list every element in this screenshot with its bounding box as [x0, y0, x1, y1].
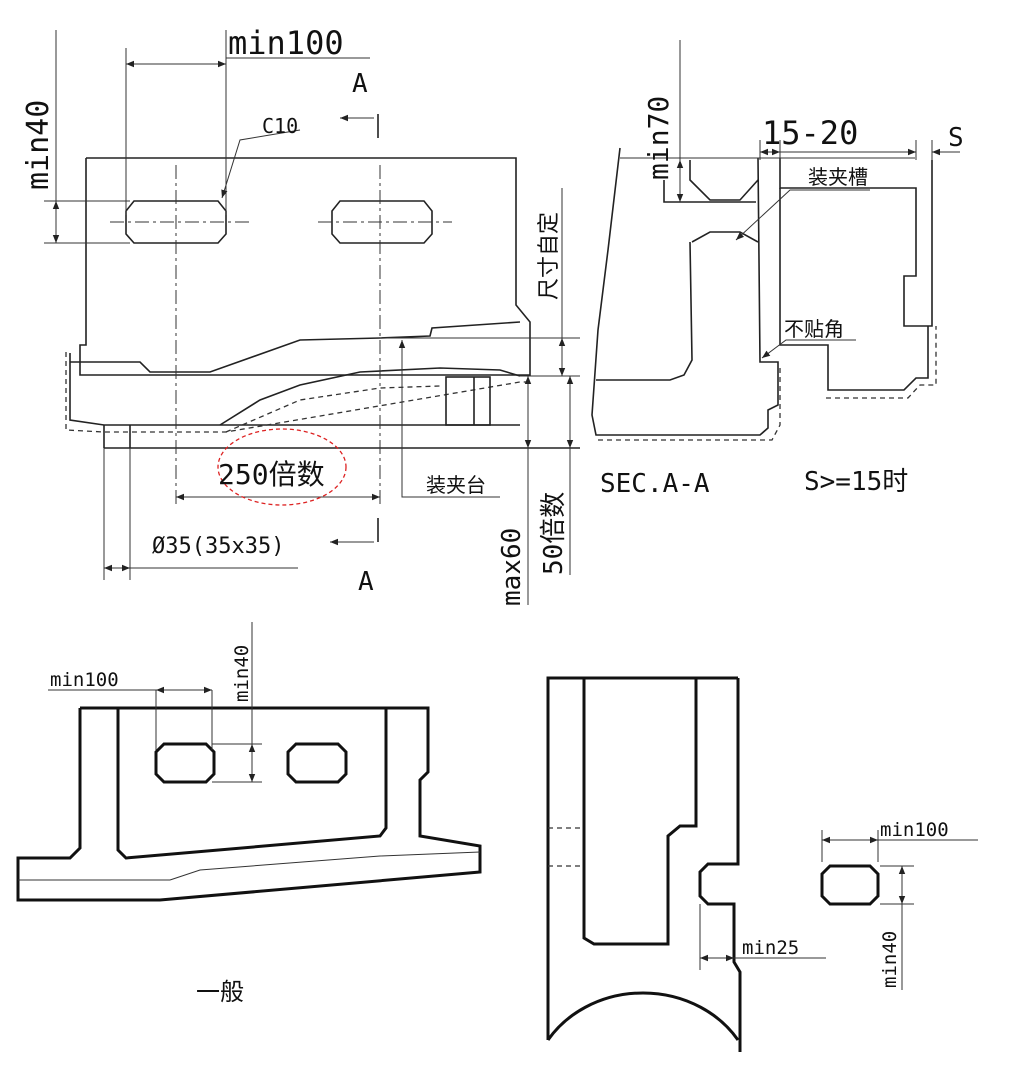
side-dimensions	[699, 904, 826, 970]
stock-profile	[225, 385, 441, 433]
label-section-a-top: A	[352, 69, 368, 99]
highlight-ellipse	[217, 428, 347, 506]
label-top-min100: min100	[228, 24, 344, 62]
section-view	[591, 147, 937, 441]
main-dimensions	[44, 30, 580, 605]
label-dia35: Ø35(35x35)	[152, 534, 284, 559]
detail-slot	[820, 864, 880, 906]
annotations: min100 min40 A A C10 min70 15-20 S 装夹槽 不…	[21, 24, 964, 1006]
label-bl-min100: min100	[50, 669, 119, 691]
main-view	[65, 157, 580, 505]
general-slot-right	[286, 742, 348, 784]
label-s: S	[948, 123, 964, 153]
general-body-outline	[16, 706, 482, 902]
section-left-outline	[591, 147, 779, 436]
section-inner-outline	[596, 241, 693, 381]
general-dimensions	[48, 622, 262, 783]
label-pitch-250: 250倍数	[218, 458, 325, 491]
side-right-outline	[698, 678, 742, 1052]
label-clamp-table: 装夹台	[426, 473, 486, 497]
side-view	[546, 676, 742, 1052]
base-top-profile	[219, 367, 521, 426]
label-clamp-groove: 装夹槽	[808, 165, 868, 189]
step-profile	[70, 321, 521, 373]
base-outline	[69, 353, 520, 426]
label-size-fixed: 尺寸自定	[537, 212, 562, 300]
general-view	[16, 706, 482, 902]
label-max60: max60	[497, 528, 527, 606]
label-15-20: 15-20	[762, 114, 858, 152]
slot-right	[331, 200, 433, 244]
label-br-min40: min40	[879, 931, 901, 988]
slot-left	[125, 200, 227, 244]
label-min70: min70	[642, 96, 675, 180]
label-section-a-bottom: A	[358, 567, 374, 597]
main-body-outline	[79, 157, 531, 376]
label-s-rule: S>=15时	[804, 467, 908, 497]
label-no-corner: 不贴角	[784, 317, 844, 341]
label-bl-min40: min40	[231, 645, 253, 702]
stock-outline	[65, 352, 528, 433]
label-c10: C10	[262, 114, 298, 138]
label-sec-title: SEC.A-A	[600, 469, 710, 499]
label-top-min40: min40	[21, 100, 56, 190]
label-general: 一般	[196, 978, 244, 1006]
section-dimensions	[676, 40, 960, 359]
label-br-min100: min100	[880, 819, 949, 841]
general-slot-left	[154, 742, 216, 784]
label-mult50: 50倍数	[539, 492, 569, 575]
clamp-block	[445, 376, 491, 426]
side-left-outline	[546, 676, 584, 1040]
slot-detail	[820, 830, 978, 990]
label-min25: min25	[742, 937, 799, 959]
